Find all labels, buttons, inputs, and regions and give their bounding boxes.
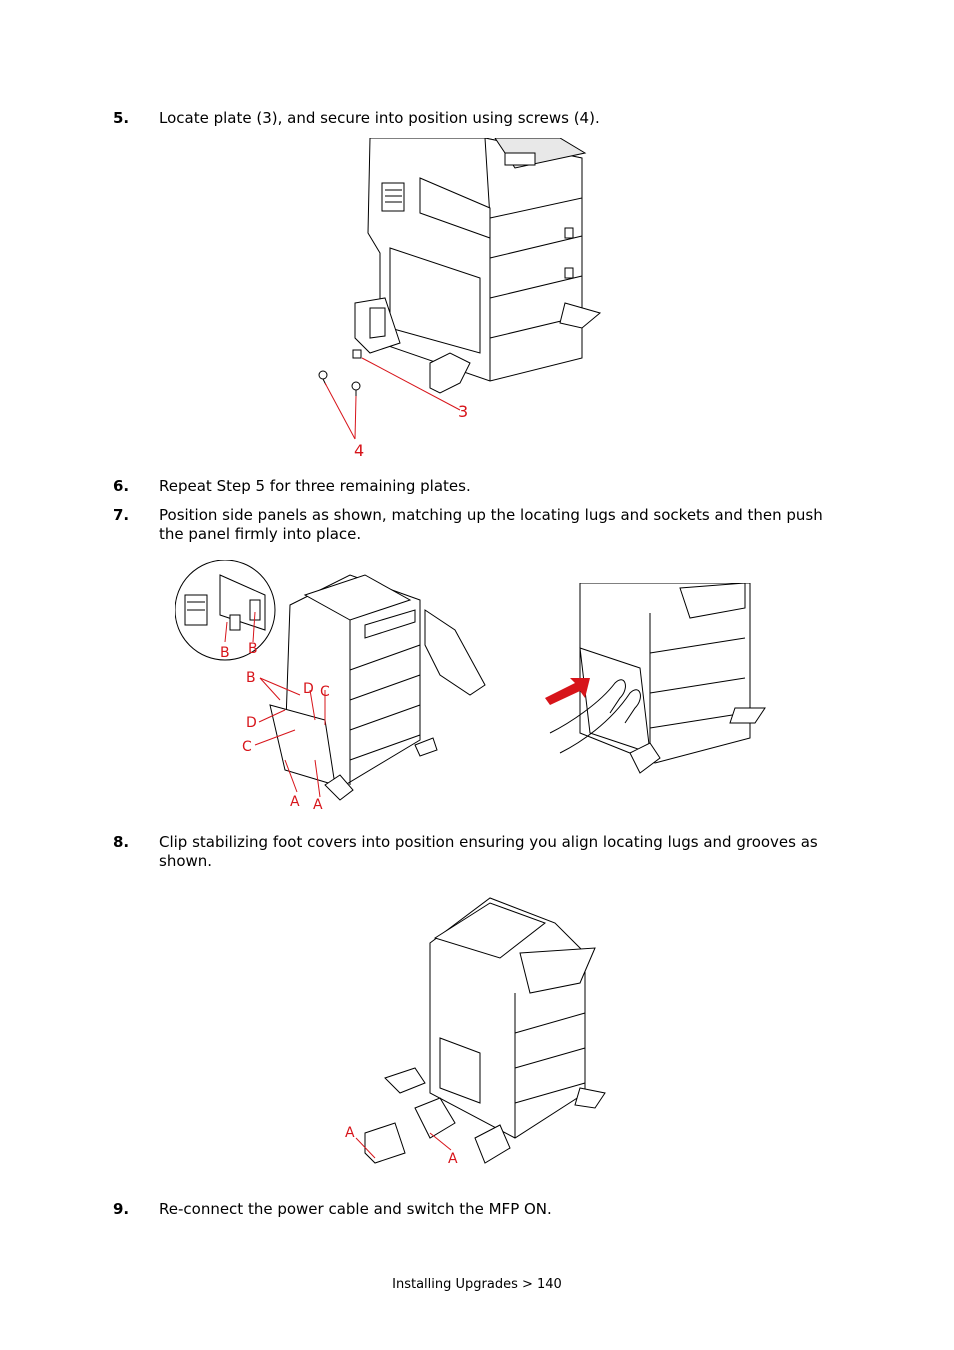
callout-a1: A xyxy=(290,794,300,810)
callout-4: 4 xyxy=(354,441,364,460)
figure-side-panel-lugs: B B B D C D C A A xyxy=(175,560,495,815)
step-number: 6. xyxy=(113,477,130,495)
step-number: 5. xyxy=(113,109,130,127)
step-number: 7. xyxy=(113,506,130,524)
step-number: 8. xyxy=(113,833,130,851)
callout-b2: B xyxy=(248,641,258,657)
figure-push-panel xyxy=(540,583,770,783)
figure-plate-screws: 3 4 xyxy=(310,138,610,463)
callout-d2: D xyxy=(246,715,257,731)
callout-a1: A xyxy=(345,1125,355,1141)
callout-c2: C xyxy=(242,739,252,755)
figure-foot-covers: A A xyxy=(340,893,615,1173)
callout-d1: D xyxy=(303,681,314,697)
callout-c1: C xyxy=(320,684,330,700)
step-text: Clip stabilizing foot covers into positi… xyxy=(159,833,818,870)
callout-b1: B xyxy=(220,645,230,661)
callout-a2: A xyxy=(448,1151,458,1167)
step-text: Re-connect the power cable and switch th… xyxy=(159,1200,552,1218)
step-text: Repeat Step 5 for three remaining plates… xyxy=(159,477,471,495)
page-footer: Installing Upgrades > 140 xyxy=(392,1277,562,1292)
callout-a2: A xyxy=(313,797,323,813)
callout-3: 3 xyxy=(458,402,468,421)
step-text: Position side panels as shown, matching … xyxy=(159,506,823,543)
step-text: Locate plate (3), and secure into positi… xyxy=(159,109,600,127)
step-number: 9. xyxy=(113,1200,130,1218)
callout-b3: B xyxy=(246,670,256,686)
